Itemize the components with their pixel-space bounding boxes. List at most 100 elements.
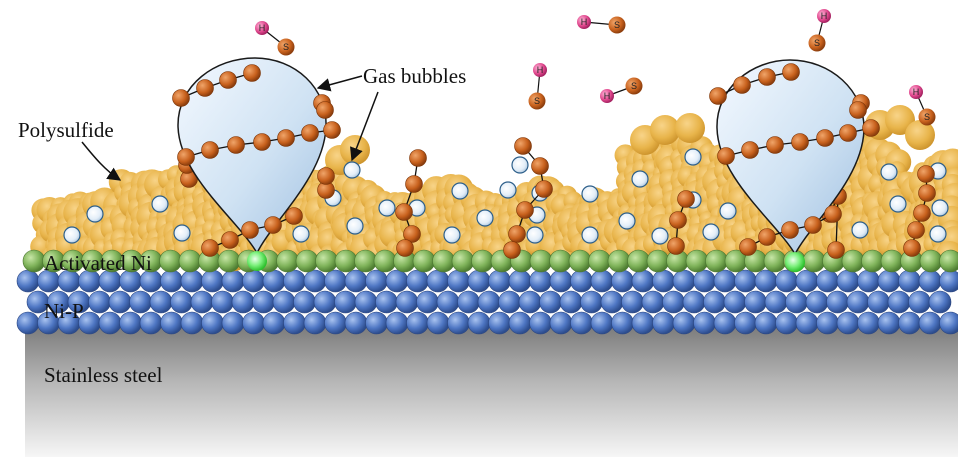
ni-p-atom (211, 290, 234, 314)
nucleation-site (785, 252, 805, 272)
polysulfide-bead (86, 205, 104, 223)
activated-ni-atom (295, 249, 319, 273)
polysulfide-bead (851, 221, 869, 239)
sulfur-atom (741, 141, 759, 159)
ni-p-atom (447, 269, 470, 293)
sulfur-atom (758, 228, 776, 246)
ni-p-atom (365, 269, 388, 293)
ni-p-atom (293, 290, 316, 314)
ni-p-atom (324, 311, 347, 335)
stainless-steel-label: Stainless steel (44, 363, 163, 387)
activated-ni-atom (568, 249, 592, 273)
ni-p-atom (939, 311, 958, 335)
sulfur-atom (219, 71, 237, 89)
sulfur-atom (395, 203, 413, 221)
h2s-molecule: HS (808, 9, 831, 52)
polysulfide-beads (63, 148, 949, 245)
activated-ni-atom (471, 249, 494, 273)
activated-ni-atom (217, 249, 241, 273)
sulfur-atom (608, 16, 626, 34)
sulfur-symbol: S (814, 38, 820, 48)
ni-p-atom (242, 311, 265, 335)
ni-p-atom (570, 269, 593, 293)
ni-p-atom (272, 290, 296, 314)
activated-ni-atom (939, 249, 958, 273)
h2s-molecule: HS (600, 77, 643, 103)
ni-p-atom (857, 311, 880, 335)
ni-p-atom (488, 311, 511, 335)
sulfur-atom (323, 121, 341, 139)
polysulfide-label: Polysulfide (18, 118, 114, 142)
sulfur-atom (827, 241, 845, 259)
ni-p-atom (652, 269, 675, 293)
sulfur-atom (264, 216, 282, 234)
h2s-molecule: HS (528, 63, 547, 110)
activated-ni-atom (705, 249, 728, 273)
ni-p-atom (262, 311, 286, 335)
ni-p-atom (887, 290, 911, 314)
ni-p-atom (600, 290, 624, 314)
activated-ni-atom (334, 249, 358, 273)
sulfur-atom (669, 211, 687, 229)
sulfur-atom (709, 87, 727, 105)
sulfur-atom (839, 124, 857, 142)
h2s-molecule: HS (255, 21, 295, 56)
sulfur-symbol: S (283, 42, 289, 52)
activated-ni-atom (646, 249, 670, 273)
sulfur-atom (849, 101, 867, 119)
sulfur-atom (782, 63, 800, 81)
ni-p-atom (283, 269, 306, 293)
hydrogen-symbol: H (259, 23, 266, 33)
ni-p-atom (836, 311, 860, 335)
hydrogen-symbol: H (913, 87, 920, 97)
polysulfide-bead (63, 226, 81, 244)
ni-p-atom (477, 290, 501, 314)
ni-p-atom (734, 311, 757, 335)
ni-p-atom (734, 269, 757, 293)
sulfur-atom (918, 184, 936, 202)
sulfur-atom (816, 129, 834, 147)
sulfur-atom (317, 167, 335, 185)
activated-ni-atom (588, 249, 611, 273)
sulfur-atom (201, 141, 219, 159)
sulfur-atom (781, 221, 799, 239)
hydrogen-symbol: H (821, 11, 828, 21)
sulfur-atom (667, 237, 685, 255)
ni-p-atom (180, 269, 204, 293)
polysulfide-bead (631, 170, 649, 188)
ni-p-atom (908, 290, 931, 314)
ni-p-atom (785, 290, 808, 314)
ni-p-atom (160, 269, 183, 293)
gas-bubbles-label: Gas bubbles (363, 64, 466, 88)
ni-p-atom (898, 311, 921, 335)
polysulfide-bead (618, 212, 636, 230)
hydrogen-atom (817, 9, 831, 23)
activated-ni-atom (802, 249, 826, 273)
ni-p-atom (713, 269, 737, 293)
polysulfide-bead (173, 224, 191, 242)
sulfur-atom (516, 201, 534, 219)
hydrogen-symbol: H (604, 91, 611, 101)
polysulfide-bead (346, 217, 364, 235)
activated-ni-atom (22, 249, 46, 273)
activated-ni-atom (529, 249, 553, 273)
ni-p-atom (928, 290, 952, 314)
ni-p-atom (857, 269, 880, 293)
activated-ni-label: Activated Ni (44, 251, 152, 275)
sulfur-atom (717, 147, 735, 165)
ni-p-atom (877, 269, 901, 293)
ni-p-atom (436, 290, 460, 314)
hydrogen-symbol: H (581, 17, 588, 27)
polysulfide-bead (651, 227, 669, 245)
ni-p-atom (426, 269, 450, 293)
ni-p-atom (221, 311, 245, 335)
ni-p-atom (108, 290, 132, 314)
hydrogen-atom (909, 85, 923, 99)
hydrogen-atom (533, 63, 547, 77)
activated-ni-layer (22, 249, 958, 273)
ni-p-atom (775, 311, 798, 335)
ni-p-atom (170, 290, 193, 314)
ni-p-layer (16, 269, 958, 335)
ni-p-atom (816, 269, 839, 293)
